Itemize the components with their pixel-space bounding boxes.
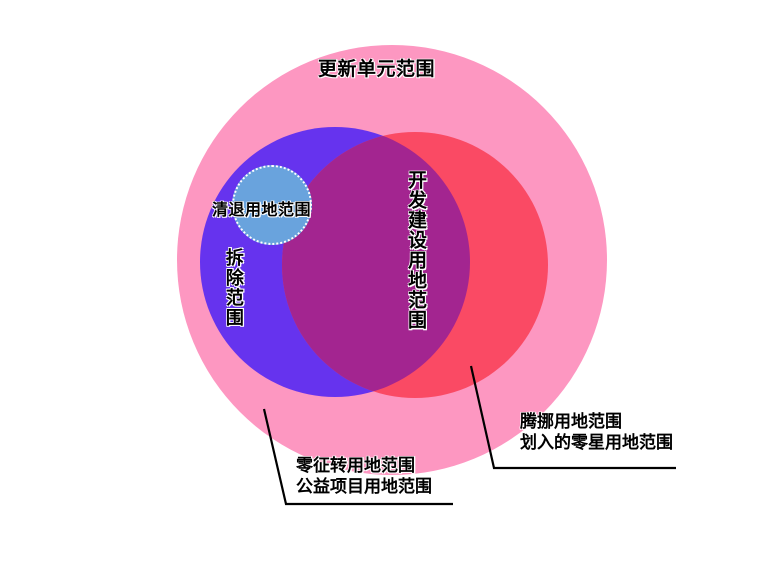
callout-bottom-right-line1: 腾挪用地范围 — [520, 412, 622, 432]
overlap-region-development-construction-land — [282, 132, 548, 398]
dotted-circle-clearance-land-scope — [232, 165, 312, 245]
label-development-construction-land-scope: 开发建设用地范围 — [404, 170, 427, 330]
label-clearance-land-scope: 清退用地范围 — [212, 200, 312, 219]
label-update-unit-scope: 更新单元范围 — [318, 58, 436, 80]
callout-bottom-left-line1: 零征转用地范围 — [296, 456, 415, 476]
callout-bottom-left: 零征转用地范围 公益项目用地范围 — [296, 456, 432, 499]
label-demolition-scope: 拆除范围 — [222, 248, 244, 328]
callout-bottom-right-line2: 划入的零星用地范围 — [520, 433, 673, 454]
callout-bottom-right: 腾挪用地范围 划入的零星用地范围 — [520, 412, 673, 455]
callout-bottom-left-line2: 公益项目用地范围 — [296, 477, 432, 498]
